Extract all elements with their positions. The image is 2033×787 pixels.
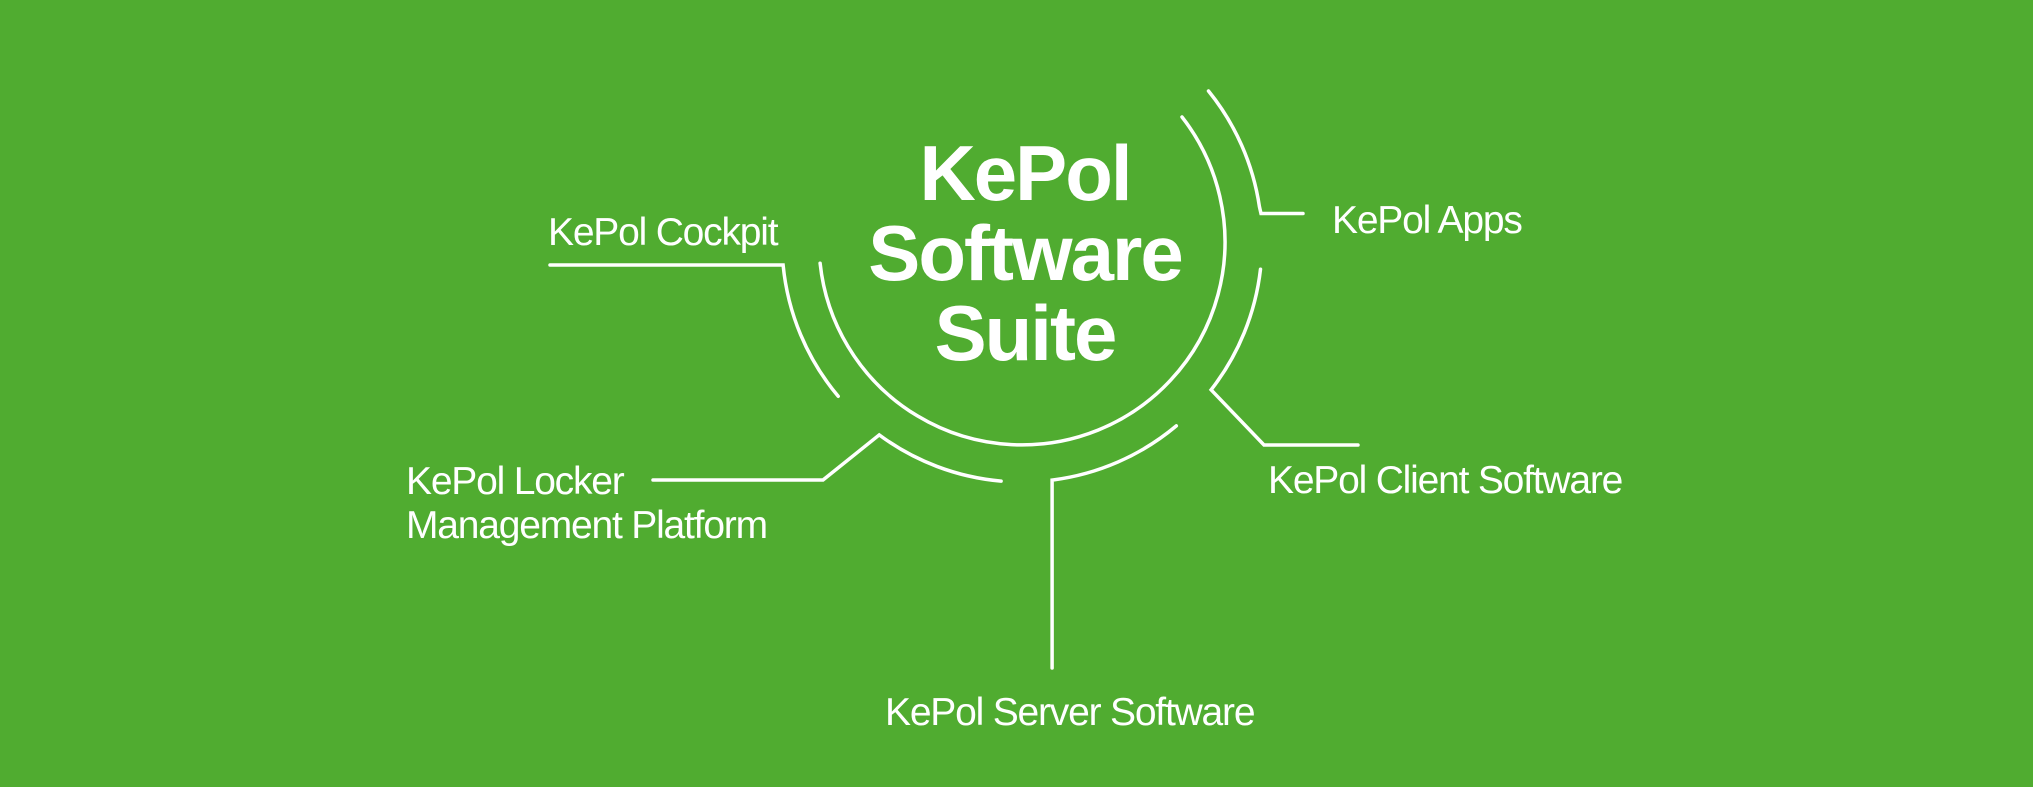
locker-connector-path — [651, 432, 1003, 483]
locker-label-line-2: Management Platform — [406, 504, 767, 547]
server-label: KePol Server Software — [885, 691, 1254, 734]
inner-circle-arc — [818, 115, 1227, 447]
suite-title-line-1: KePol — [919, 129, 1130, 217]
apps-label: KePol Apps — [1332, 199, 1522, 242]
server-connector-path — [1050, 424, 1179, 670]
apps-connector-path — [1206, 89, 1305, 216]
client-label: KePol Client Software — [1268, 459, 1622, 502]
client-connector-path — [1208, 267, 1360, 447]
cockpit-label: KePol Cockpit — [548, 211, 779, 254]
suite-title-line-2: Software — [868, 209, 1181, 297]
locker-label-line-1: KePol Locker — [406, 460, 625, 503]
suite-title-line-3: Suite — [935, 289, 1116, 377]
cockpit-connector-path — [548, 263, 840, 399]
